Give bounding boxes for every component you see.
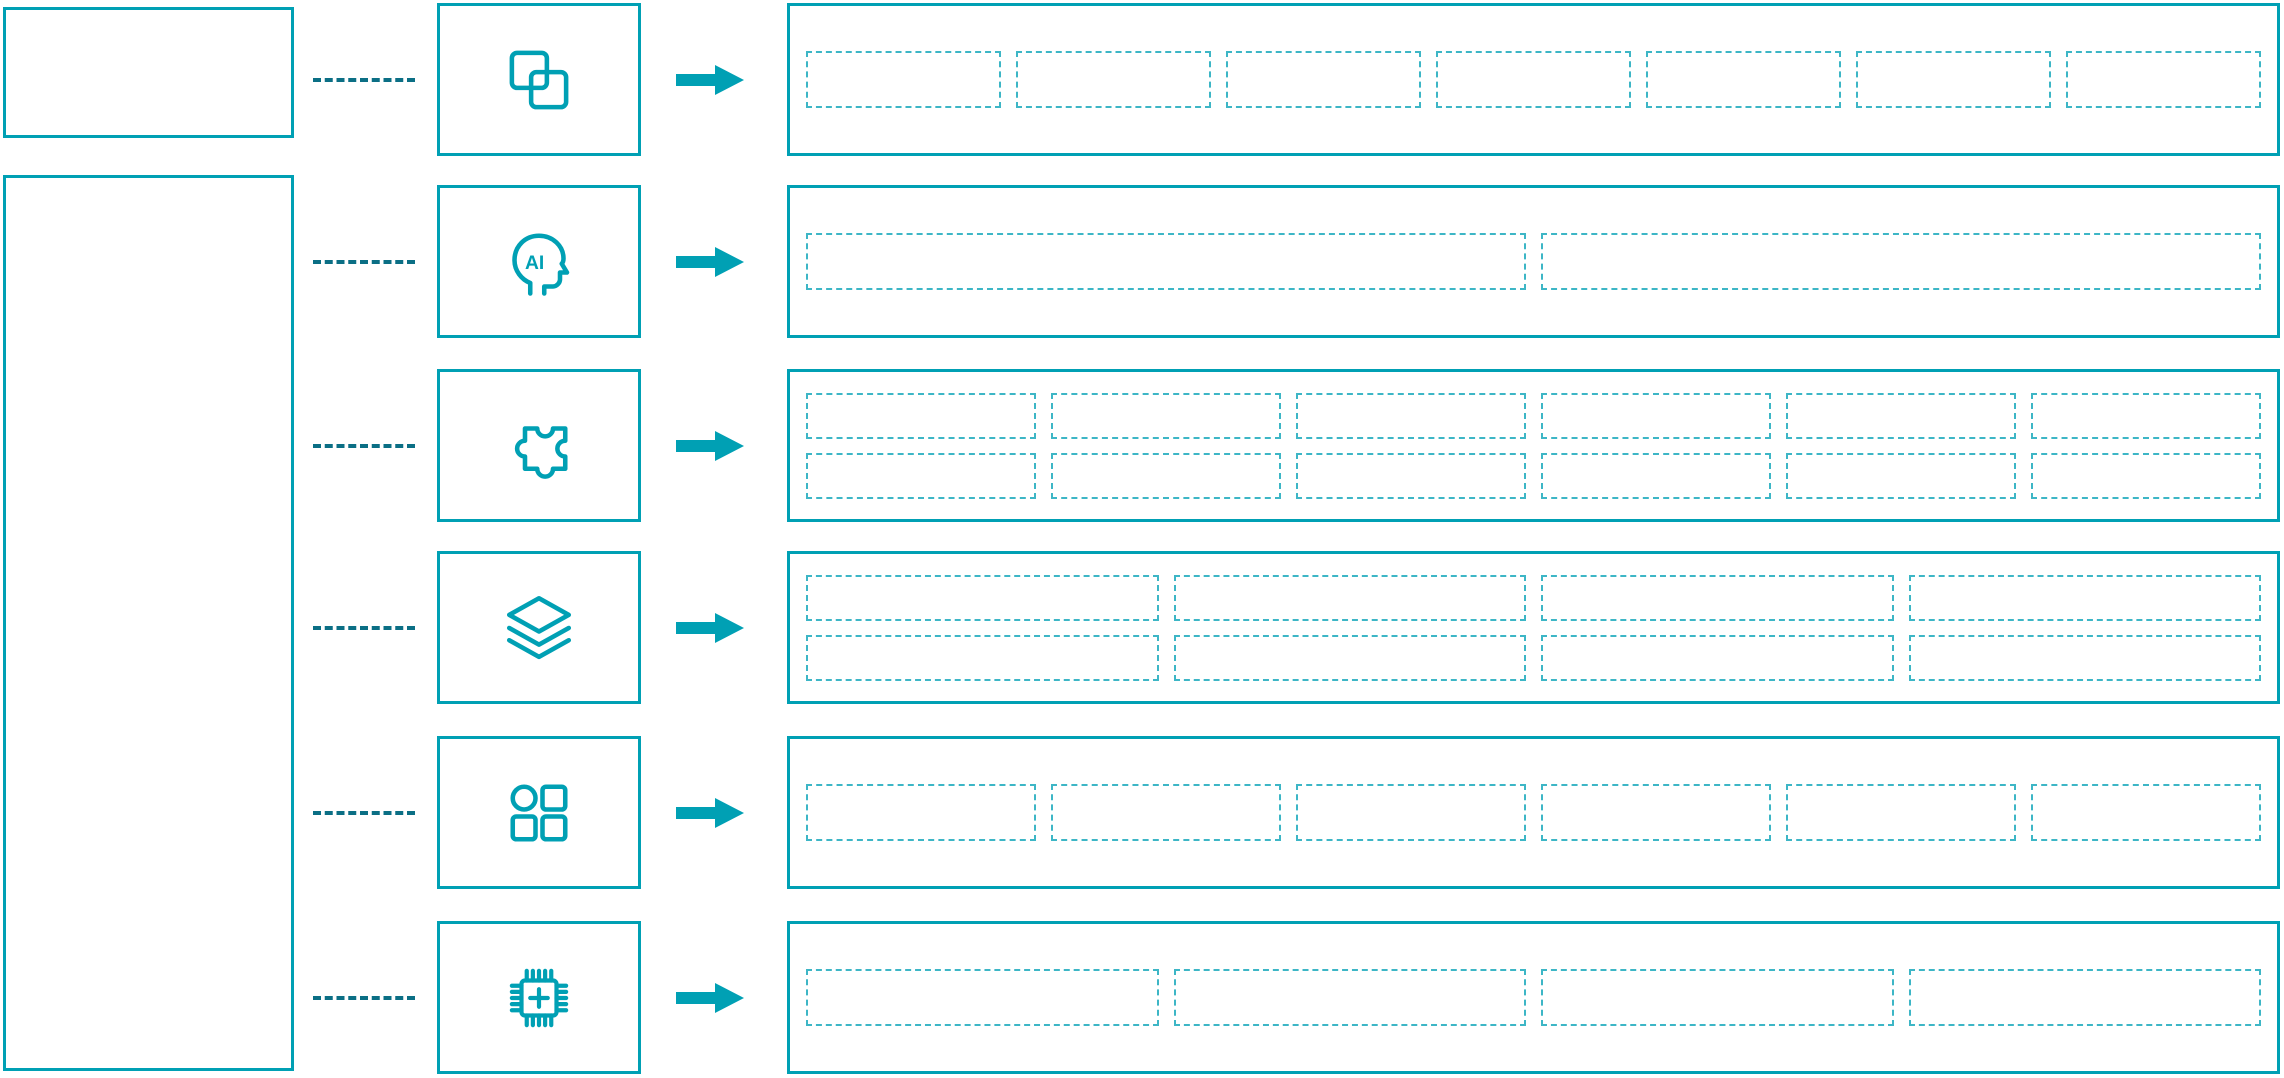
flow-row (0, 551, 2284, 704)
icon-box (437, 736, 641, 889)
dashed-connector (313, 259, 415, 264)
slot-row (806, 51, 2261, 108)
left-top-box (3, 7, 294, 138)
flow-row (0, 736, 2284, 889)
placeholder-slot (1173, 574, 1526, 621)
placeholder-slot (1436, 51, 1631, 108)
placeholder-slot (1541, 452, 1771, 499)
overlap-squares-icon (497, 38, 581, 122)
flow-row (0, 369, 2284, 522)
placeholder-slot (1296, 784, 1526, 841)
flow-row: AI (0, 185, 2284, 338)
placeholder-slot (1173, 634, 1526, 681)
placeholder-slot (2031, 452, 2261, 499)
placeholder-slot (1051, 392, 1281, 439)
slot-row (806, 392, 2261, 439)
slot-row (806, 452, 2261, 499)
placeholder-slot (806, 969, 1159, 1026)
chip-plus-icon (497, 956, 581, 1040)
flow-arrow-icon (676, 982, 744, 1013)
placeholder-slot (1856, 51, 2051, 108)
placeholder-slot (1296, 452, 1526, 499)
dashed-connector (313, 443, 415, 448)
placeholder-slot (1786, 392, 2016, 439)
left-main-box (3, 175, 294, 1071)
slot-container (787, 185, 2280, 338)
slot-row (806, 634, 2261, 681)
placeholder-slot (1908, 969, 2261, 1026)
placeholder-slot (1016, 51, 1211, 108)
placeholder-slot (1051, 452, 1281, 499)
flow-arrow-icon (676, 64, 744, 95)
placeholder-slot (1173, 969, 1526, 1026)
dashed-connector (313, 625, 415, 630)
flow-arrow-icon (676, 246, 744, 277)
icon-box (437, 3, 641, 156)
slot-container (787, 551, 2280, 704)
slot-row (806, 574, 2261, 621)
slot-container (787, 736, 2280, 889)
placeholder-slot (806, 784, 1036, 841)
placeholder-slot (1541, 392, 1771, 439)
placeholder-slot (1296, 392, 1526, 439)
placeholder-slot (806, 233, 1526, 290)
flow-row (0, 3, 2284, 156)
placeholder-slot (1908, 574, 2261, 621)
layers-icon (497, 586, 581, 670)
placeholder-slot (806, 51, 1001, 108)
placeholder-slot (1226, 51, 1421, 108)
placeholder-slot (1051, 784, 1281, 841)
placeholder-slot (2066, 51, 2261, 108)
placeholder-slot (1786, 452, 2016, 499)
placeholder-slot (806, 452, 1036, 499)
icon-box (437, 369, 641, 522)
flow-arrow-icon (676, 797, 744, 828)
icon-box (437, 921, 641, 1074)
placeholder-slot (1541, 969, 1894, 1026)
slot-row (806, 784, 2261, 841)
slot-container (787, 921, 2280, 1074)
placeholder-slot (1541, 574, 1894, 621)
slot-container (787, 3, 2280, 156)
placeholder-slot (1786, 784, 2016, 841)
placeholder-slot (1541, 634, 1894, 681)
placeholder-slot (2031, 392, 2261, 439)
placeholder-slot (1908, 634, 2261, 681)
placeholder-slot (806, 634, 1159, 681)
flow-arrow-icon (676, 612, 744, 643)
slot-container (787, 369, 2280, 522)
placeholder-slot (806, 392, 1036, 439)
dashed-connector (313, 77, 415, 82)
placeholder-slot (1541, 233, 2261, 290)
placeholder-slot (806, 574, 1159, 621)
icon-box: AI (437, 185, 641, 338)
app-grid-icon (497, 771, 581, 855)
icon-box (437, 551, 641, 704)
flow-row (0, 921, 2284, 1074)
dashed-connector (313, 995, 415, 1000)
dashed-connector (313, 810, 415, 815)
ai-head-icon: AI (497, 220, 581, 304)
svg-text:AI: AI (525, 253, 544, 274)
placeholder-slot (1646, 51, 1841, 108)
slot-row (806, 233, 2261, 290)
puzzle-piece-icon (497, 404, 581, 488)
placeholder-slot (1541, 784, 1771, 841)
slot-row (806, 969, 2261, 1026)
flow-arrow-icon (676, 430, 744, 461)
placeholder-slot (2031, 784, 2261, 841)
